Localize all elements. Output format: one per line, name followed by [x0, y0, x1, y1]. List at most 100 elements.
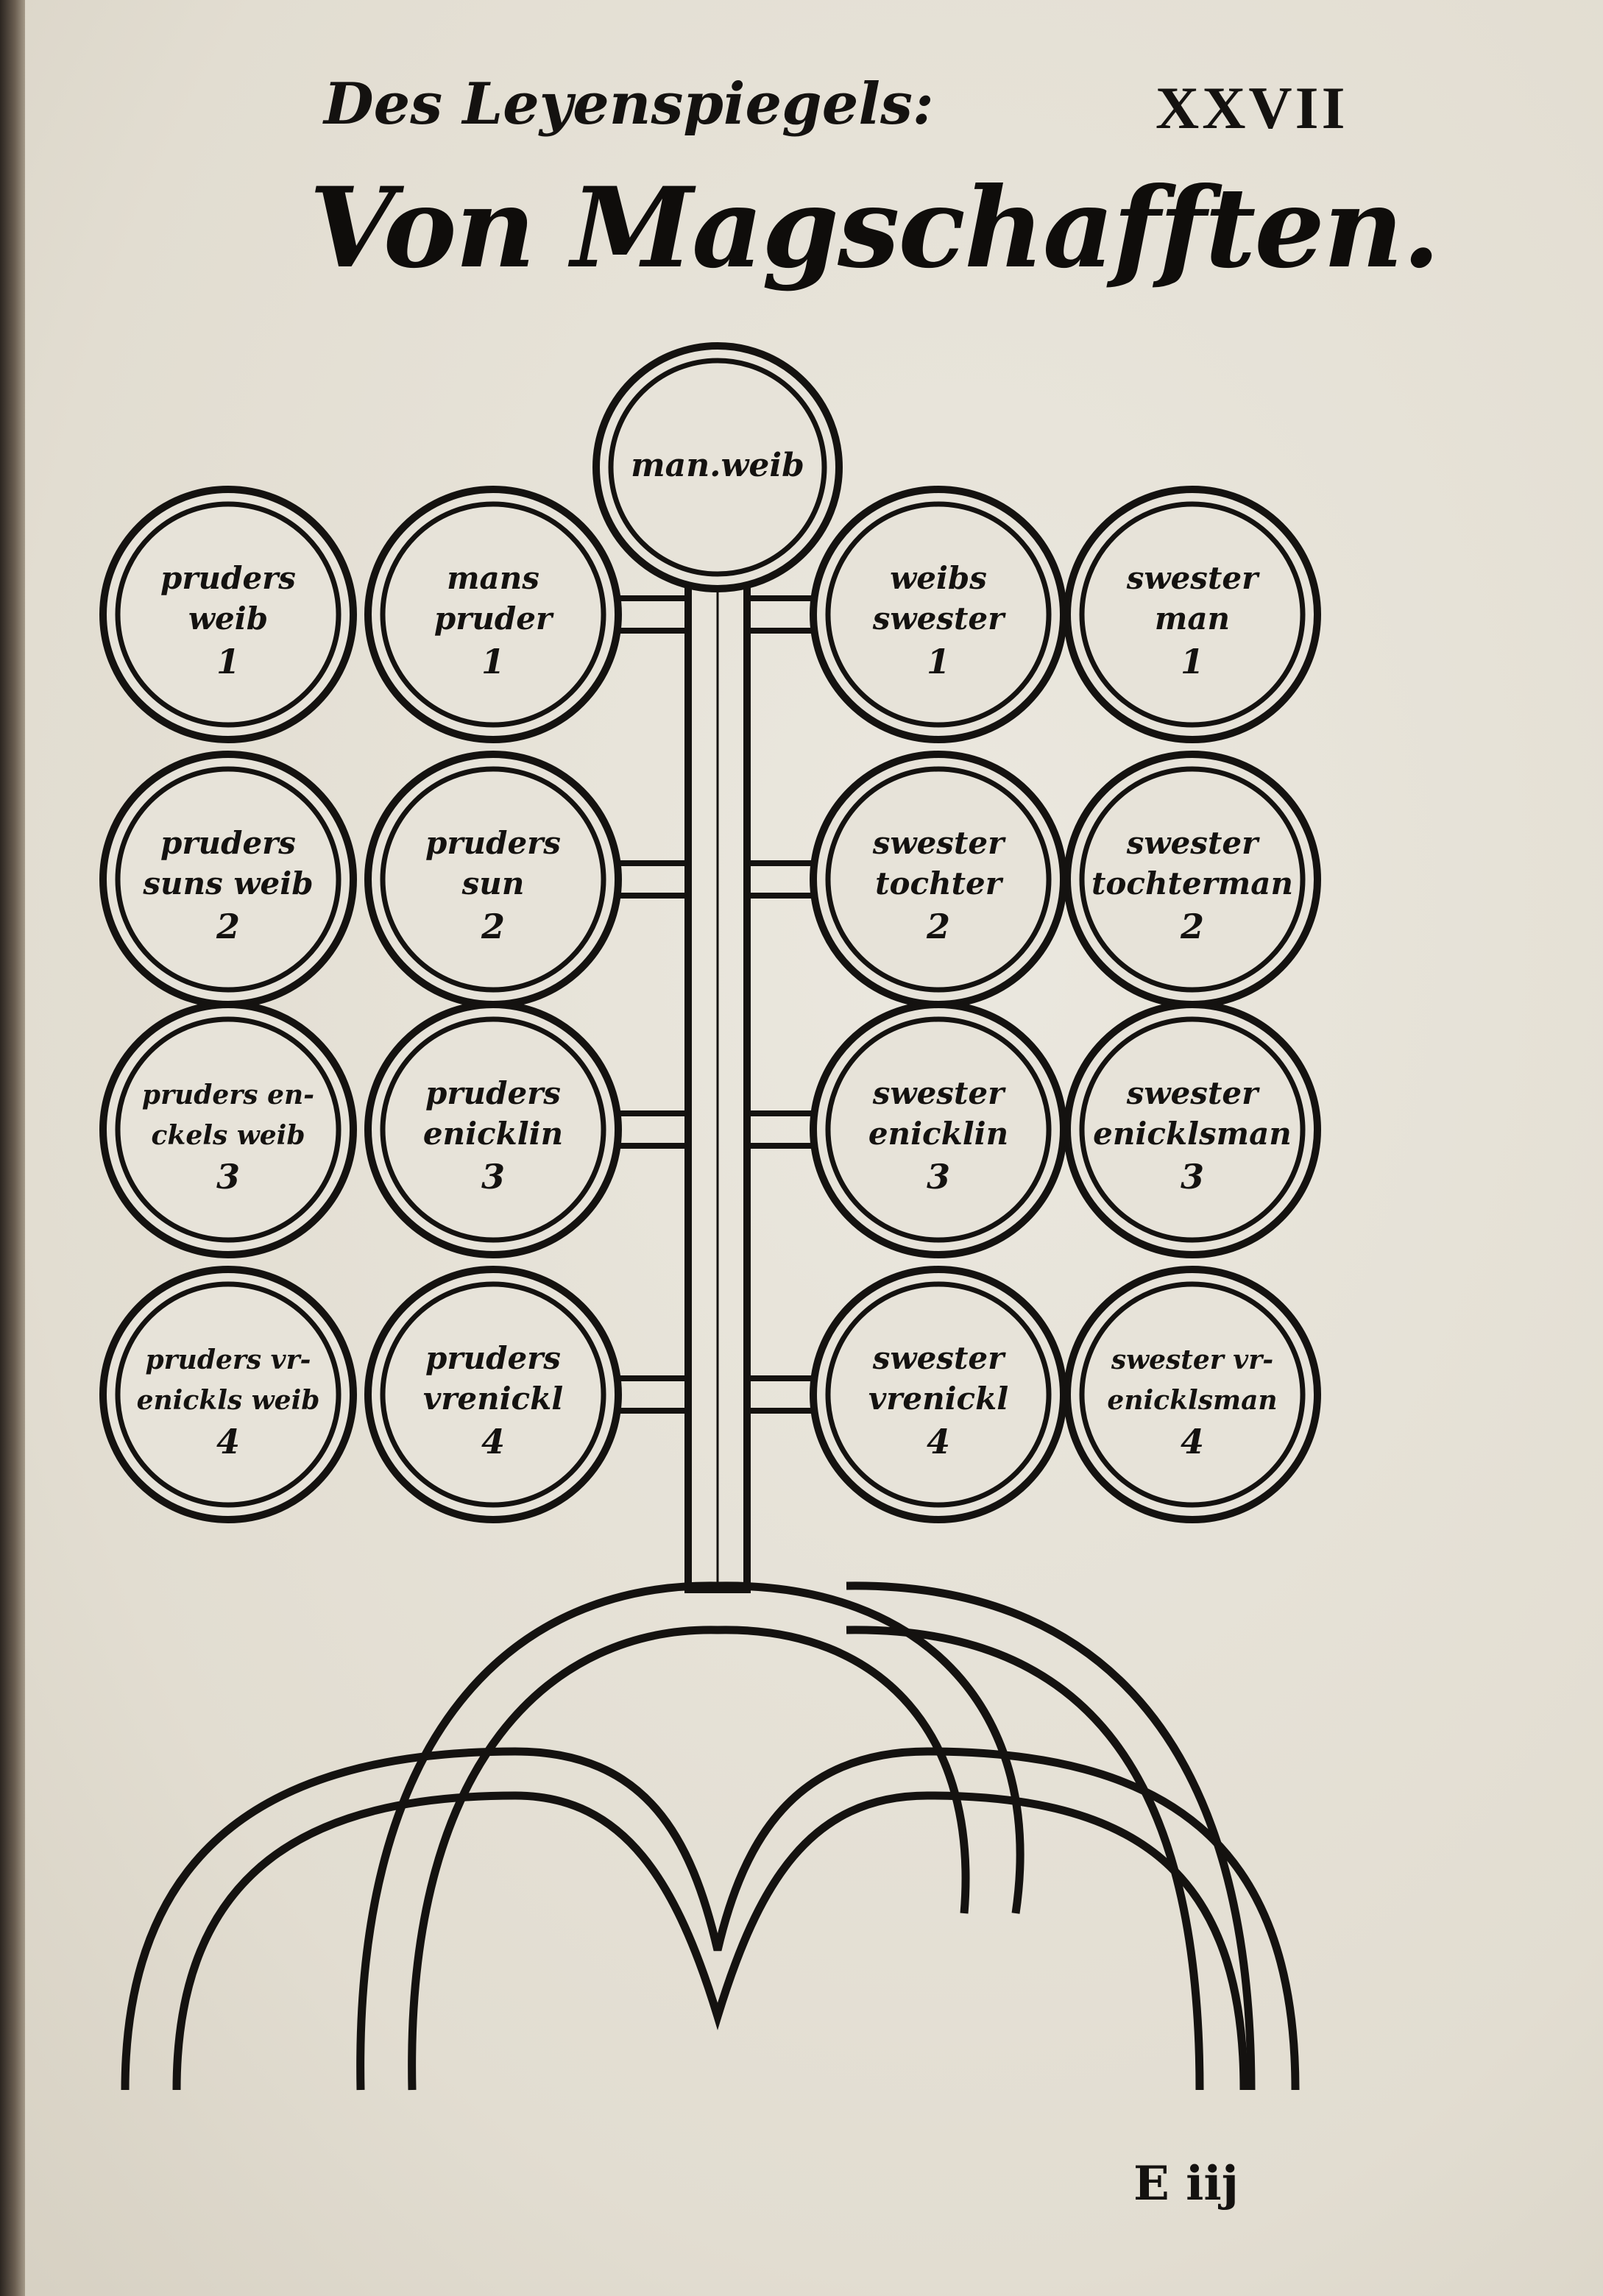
root-heart-outer	[121, 1747, 1300, 2091]
node-right-outer-2-line2: tochterman	[1091, 865, 1293, 901]
node-right-outer-2-degree: 2	[1180, 907, 1204, 946]
node-right-outer-2-line1: swester	[1126, 825, 1260, 861]
tree-trunk	[684, 578, 751, 1593]
node-right-inner-1-degree: 1	[927, 642, 950, 681]
node-right-inner-4-inner-ring	[825, 1281, 1052, 1508]
node-left-outer-4-degree: 4	[216, 1422, 240, 1461]
node-right-outer-2-inner-ring	[1079, 766, 1306, 993]
node-left-inner-4-inner-ring	[380, 1281, 606, 1508]
node-left-inner-4: pruders vrenickl 4	[364, 1266, 622, 1523]
node-right-inner-3-line1: swester	[872, 1075, 1006, 1111]
node-right-inner-3-line2: enicklin	[868, 1116, 1008, 1152]
node-left-inner-4-line2: vrenickl	[423, 1381, 563, 1417]
node-right-inner-1-line2: swester	[872, 600, 1006, 637]
top-node-outer-ring	[592, 342, 843, 592]
top-node-inner-ring	[608, 358, 827, 577]
node-right-outer-3-line2: enicklsman	[1093, 1116, 1292, 1152]
node-left-inner-4-degree: 4	[481, 1422, 505, 1461]
node-right-inner-4-line1: swester	[872, 1340, 1006, 1376]
top-node-label: man.weib	[631, 447, 804, 484]
node-right-outer-3-degree: 3	[1181, 1157, 1204, 1197]
running-title: Des Leyenspiegels:	[324, 71, 934, 138]
root-arch-right-inner	[846, 1626, 1204, 2091]
page-title: Von Magschafften.	[309, 163, 1440, 293]
node-left-outer-1-line2: weib	[188, 600, 268, 637]
node-left-inner-3-line2: enicklin	[423, 1116, 563, 1152]
node-right-outer-1-line2: man	[1155, 600, 1230, 637]
node-right-inner-1: weibs swester 1	[810, 486, 1067, 743]
node-left-outer-3-line2: ckels weib	[152, 1120, 305, 1151]
node-left-inner-3-inner-ring	[380, 1016, 606, 1243]
node-left-outer-1-degree: 1	[216, 642, 240, 681]
node-left-outer-2-degree: 2	[216, 907, 240, 946]
node-right-outer-4-line1: swester vr-	[1111, 1344, 1273, 1375]
node-right-outer-1-degree: 1	[1181, 642, 1204, 681]
book-binding-edge	[0, 0, 25, 2296]
node-right-outer-2: swester tochterman 2	[1064, 751, 1321, 1008]
node-left-outer-3: pruders en-ckels weib 3	[99, 1001, 357, 1258]
node-right-outer-4-outer-ring	[1064, 1266, 1321, 1523]
node-left-outer-3-outer-ring	[99, 1001, 357, 1258]
node-right-inner-3-degree: 3	[927, 1157, 950, 1197]
node-left-outer-3-inner-ring	[115, 1016, 342, 1243]
node-right-inner-4-degree: 4	[927, 1422, 950, 1461]
node-right-inner-1-line1: weibs	[890, 560, 987, 596]
node-right-inner-2-line1: swester	[872, 825, 1006, 861]
top-node: man.weib	[592, 342, 843, 592]
node-left-outer-4-outer-ring	[99, 1266, 357, 1523]
root-heart-inner	[172, 1791, 1248, 2091]
node-right-inner-2-degree: 2	[926, 907, 950, 946]
node-left-inner-2-degree: 2	[481, 907, 505, 946]
node-left-inner-1: mans pruder 1	[364, 486, 622, 743]
node-right-inner-1-inner-ring	[825, 501, 1052, 728]
node-left-inner-2-line1: pruders	[425, 825, 561, 861]
node-right-outer-3-line1: swester	[1126, 1075, 1260, 1111]
node-left-outer-3-line1: pruders en-	[142, 1080, 314, 1110]
root-arch-right-outer	[846, 1581, 1256, 2091]
node-left-inner-1-degree: 1	[481, 642, 505, 681]
root-arch-left-outer	[356, 1581, 1025, 2091]
node-right-inner-3: swester enicklin 3	[810, 1001, 1067, 1258]
node-left-outer-2-line1: pruders	[160, 825, 296, 861]
node-right-inner-4: swester vrenickl 4	[810, 1266, 1067, 1523]
node-left-outer-3-degree: 3	[216, 1157, 240, 1197]
node-right-outer-3-inner-ring	[1079, 1016, 1306, 1243]
node-left-outer-2-inner-ring	[115, 766, 342, 993]
node-right-outer-4-inner-ring	[1079, 1281, 1306, 1508]
node-left-inner-3-outer-ring	[364, 1001, 622, 1258]
node-left-outer-2-line2: suns weib	[142, 865, 313, 901]
node-left-outer-4-line1: pruders vr-	[146, 1344, 311, 1375]
node-right-outer-4-degree: 4	[1181, 1422, 1204, 1461]
node-left-inner-1-inner-ring	[380, 501, 606, 728]
node-left-inner-4-outer-ring	[364, 1266, 622, 1523]
node-right-outer-1-outer-ring	[1064, 486, 1321, 743]
node-right-outer-3-outer-ring	[1064, 1001, 1321, 1258]
node-right-inner-4-line2: vrenickl	[868, 1381, 1008, 1417]
tree-roots	[121, 1581, 1300, 2091]
node-left-inner-1-line1: mans	[447, 560, 539, 596]
node-right-outer-4: swester vr-enicklsman 4	[1064, 1266, 1321, 1523]
node-right-inner-2: swester tochter 2	[810, 751, 1067, 1008]
node-left-outer-4-line2: enickls weib	[137, 1385, 320, 1416]
node-right-outer-4-line2: enicklsman	[1107, 1385, 1277, 1416]
node-left-inner-3-degree: 3	[481, 1157, 505, 1197]
node-right-inner-3-inner-ring	[825, 1016, 1052, 1243]
node-left-outer-1-inner-ring	[115, 501, 342, 728]
node-left-outer-2: pruders suns weib 2	[99, 751, 357, 1008]
node-right-inner-2-line2: tochter	[875, 865, 1004, 901]
node-right-outer-1-line1: swester	[1126, 560, 1260, 596]
node-left-inner-1-outer-ring	[364, 486, 622, 743]
node-left-inner-2: pruders sun 2	[364, 751, 622, 1008]
node-left-inner-4-line1: pruders	[425, 1340, 561, 1376]
node-left-inner-2-inner-ring	[380, 766, 606, 993]
node-left-inner-1-line2: pruder	[434, 600, 554, 637]
node-left-inner-2-line2: sun	[461, 865, 525, 901]
signature-mark: E iij	[1133, 2156, 1239, 2211]
tree-branches	[611, 595, 821, 1414]
node-right-outer-1-inner-ring	[1079, 501, 1306, 728]
node-right-outer-1: swester man 1	[1064, 486, 1321, 743]
